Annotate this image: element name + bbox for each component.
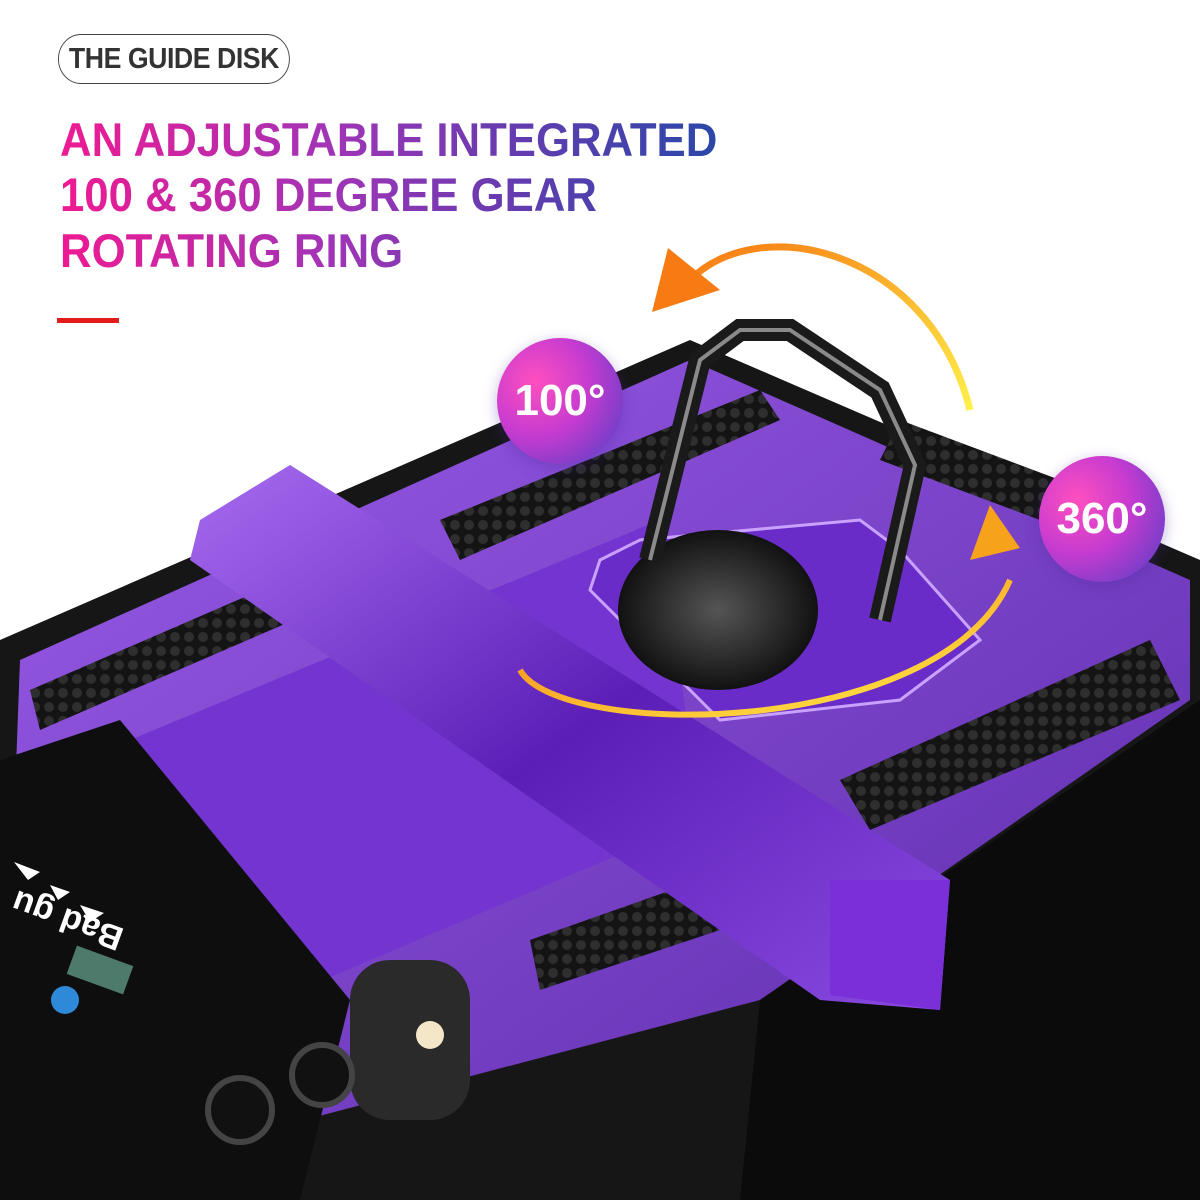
headline-line-1: AN ADJUSTABLE INTEGRATED — [60, 113, 718, 166]
camera-lenses — [205, 960, 470, 1145]
screen-music-controls — [14, 862, 134, 1014]
headline-line-2: 100 & 360 DEGREE GEAR — [60, 168, 597, 221]
arrow-head-icon — [652, 248, 720, 312]
headline-line-3: ROTATING RING — [60, 224, 404, 277]
arrow-head-icon — [970, 505, 1020, 560]
section-badge: THE GUIDE DISK — [58, 34, 290, 84]
angle-360-bubble: 360° — [1039, 456, 1165, 582]
ring-holder[interactable] — [588, 319, 983, 722]
rotation-arrows — [517, 243, 1020, 718]
ring-disc — [618, 530, 818, 690]
hinge-bar — [190, 465, 950, 1010]
angle-100-bubble: 100° — [497, 338, 623, 464]
accent-divider — [57, 318, 119, 323]
